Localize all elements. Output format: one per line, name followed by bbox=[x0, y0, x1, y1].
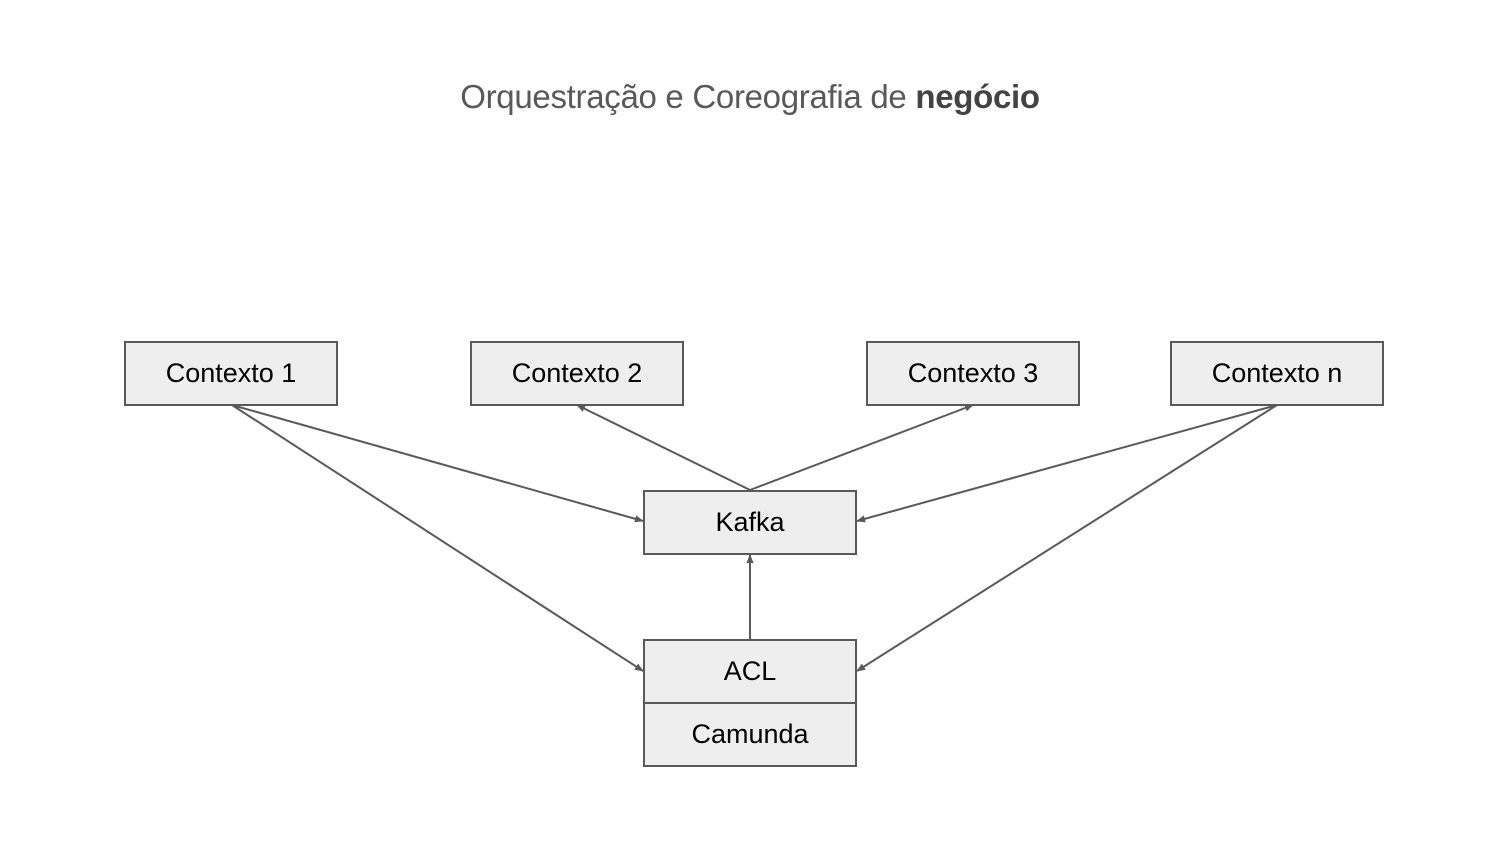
node-label: Contexto 1 bbox=[165, 358, 297, 388]
node-contexto-2: Contexto 2 bbox=[470, 341, 684, 406]
page-title: Orquestração e Coreografia de negócio bbox=[0, 78, 1500, 116]
node-contexto-1: Contexto 1 bbox=[124, 341, 338, 406]
edge-kafka-ctx3 bbox=[749, 404, 974, 491]
node-kafka: Kafka bbox=[643, 490, 857, 555]
edge-ctxn-to-acl bbox=[856, 404, 1278, 672]
node-contexto-n: Contexto n bbox=[1170, 341, 1384, 406]
node-label: ACL bbox=[723, 656, 777, 686]
node-label: Kafka bbox=[715, 507, 785, 537]
node-contexto-3: Contexto 3 bbox=[866, 341, 1080, 406]
title-bold: negócio bbox=[915, 78, 1040, 115]
node-label: Contexto n bbox=[1211, 358, 1343, 388]
node-label: Camunda bbox=[691, 719, 809, 749]
node-acl: ACL bbox=[643, 639, 857, 704]
node-label: Contexto 3 bbox=[907, 358, 1039, 388]
title-regular: Orquestração e Coreografia de bbox=[460, 78, 916, 115]
node-camunda: Camunda bbox=[643, 702, 857, 767]
edge-ctxn-to-kafka bbox=[856, 404, 1278, 523]
edge-kafka-ctx2 bbox=[576, 404, 751, 491]
edge-ctx1-to-acl bbox=[231, 404, 644, 672]
edge-ctx1-to-kafka bbox=[231, 404, 644, 523]
node-label: Contexto 2 bbox=[511, 358, 643, 388]
